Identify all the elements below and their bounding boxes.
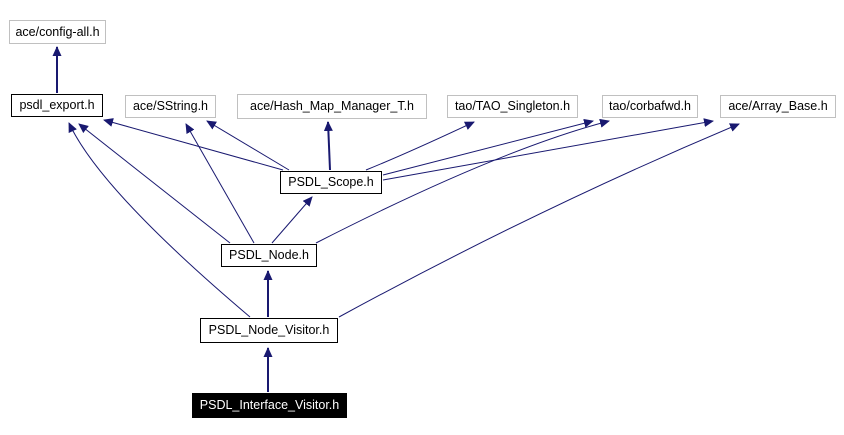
edge-psdl-scope-to-corbafwd (382, 118, 594, 176)
graph-node-psdl-node[interactable]: PSDL_Node.h (221, 244, 317, 267)
graph-node-psdl-scope[interactable]: PSDL_Scope.h (280, 171, 382, 194)
graph-node-sstring: ace/SString.h (125, 95, 216, 118)
edge-psdl-node-to-corbafwd (315, 118, 610, 244)
graph-node-array-base: ace/Array_Base.h (720, 95, 836, 118)
edge-psdl-node-to-psdl-export (78, 123, 231, 244)
edge-psdl-node-to-sstring (185, 123, 255, 244)
graph-node-tao-singleton: tao/TAO_Singleton.h (447, 95, 578, 118)
graph-node-psdl-node-visitor[interactable]: PSDL_Node_Visitor.h (200, 318, 338, 343)
edge-psdl-scope-to-sstring (206, 120, 290, 171)
graph-node-psdl-export[interactable]: psdl_export.h (11, 94, 103, 117)
edge-psdl-scope-to-hash-map-manager (323, 121, 333, 171)
graph-node-corbafwd: tao/corbafwd.h (602, 95, 698, 118)
edge-psdl-node-visitor-to-psdl-export (68, 122, 251, 318)
edge-psdl-node-to-psdl-scope (271, 196, 313, 244)
graph-node-config-all: ace/config-all.h (9, 20, 106, 44)
edge-psdl-node-visitor-to-array-base (338, 123, 740, 318)
edge-psdl-scope-to-tao-singleton (365, 121, 475, 171)
graph-node-hash-map-manager: ace/Hash_Map_Manager_T.h (237, 94, 427, 119)
edge-psdl-scope-to-psdl-export (103, 118, 284, 171)
graph-node-psdl-interface-visitor: PSDL_Interface_Visitor.h (192, 393, 347, 418)
edge-psdl-scope-to-array-base (382, 118, 714, 181)
